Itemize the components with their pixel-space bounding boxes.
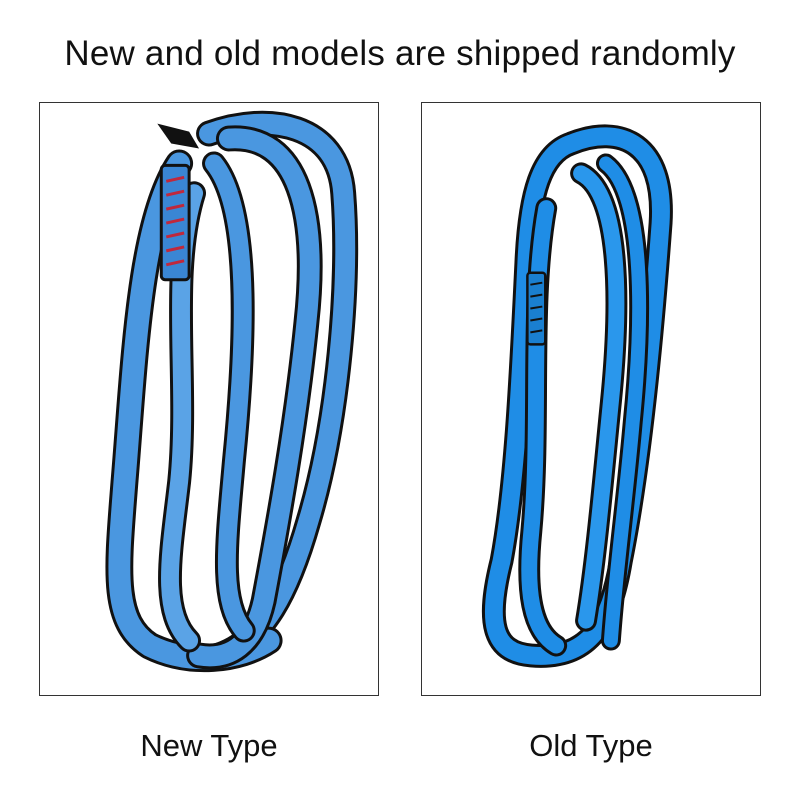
old-sling-bartack-tag (526, 271, 547, 346)
caption-new-type: New Type (140, 728, 278, 763)
product-image-old-type (421, 102, 761, 696)
old-sling-strand-inner-right (595, 153, 650, 651)
new-sling-strand-back (196, 110, 359, 669)
new-type-sling-illustration (105, 110, 359, 673)
new-sling-strand-front (202, 151, 256, 643)
old-sling-strand-outer (481, 124, 673, 668)
old-sling-strand-inner-middle (570, 162, 628, 632)
old-type-sling-illustration (481, 124, 673, 668)
page-title: New and old models are shipped randomly (64, 34, 736, 73)
caption-old-type: Old Type (529, 728, 653, 763)
product-image-new-type (39, 102, 379, 696)
new-sling-bartack-tag (157, 123, 200, 282)
